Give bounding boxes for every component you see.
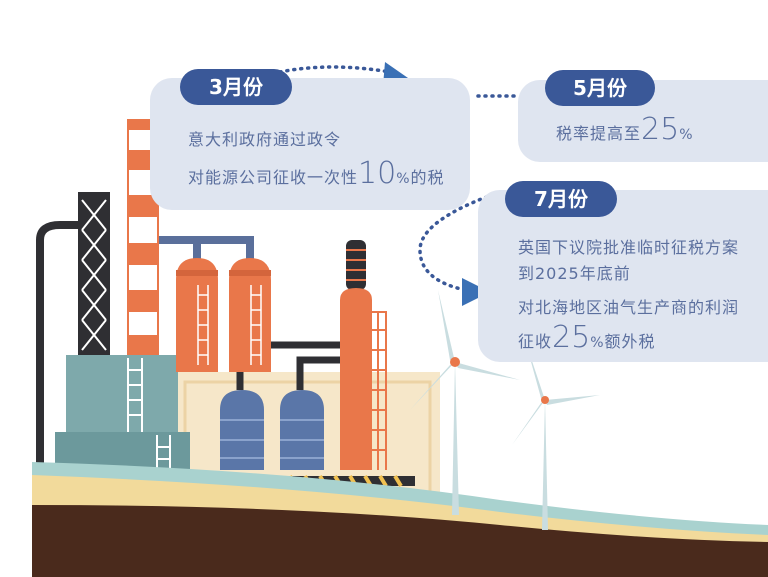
blue-tanks [220,390,324,470]
month-badge-march: 3月份 [180,69,292,105]
distillation-column [340,240,387,470]
event-text: 税率提高至25% [556,112,694,147]
blue-pipe [158,236,254,260]
arrow-head-icon [462,278,490,306]
event-text: 英国下议院批准临时征税方案 [518,238,740,257]
event-text: 对能源公司征收一次性10%的税 [188,156,445,191]
orange-tanks [176,258,271,372]
wind-turbine [512,340,600,530]
teal-building [55,355,190,472]
wind-turbine [410,290,520,515]
ground-soil [32,505,768,577]
month-badge-july: 7月份 [505,181,617,217]
event-text: 到2025年底前 [518,264,631,283]
black-pipe [36,221,90,470]
month-badge-may: 5月份 [545,70,655,106]
event-text: 征收25%额外税 [518,320,656,355]
event-text: 意大利政府通过政令 [188,130,342,149]
scaffold-tower [78,192,110,357]
event-text: 对北海地区油气生产商的利润 [518,298,740,317]
event-card-july: 英国下议院批准临时征税方案 到2025年底前 对北海地区油气生产商的利润 征收2… [478,190,768,362]
dotted-arrow [278,65,392,74]
